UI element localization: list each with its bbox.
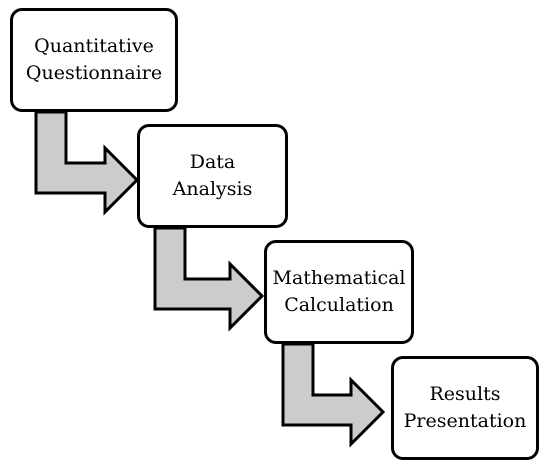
flow-arrow-2 (153, 226, 265, 332)
step-3-label-line-1: Mathematical (272, 267, 406, 289)
flow-arrow-3 (281, 342, 386, 448)
step-box-mathematical-calculation: Mathematical Calculation (264, 240, 414, 344)
step-1-label-line-2: Questionnaire (25, 62, 163, 84)
step-4-label-line-1: Results (429, 383, 501, 405)
step-box-results-presentation: Results Presentation (391, 356, 539, 460)
flow-arrow-1 (34, 110, 140, 216)
step-3-label-line-2: Calculation (284, 294, 394, 316)
step-box-data-analysis: Data Analysis (137, 124, 288, 228)
step-4-label-line-2: Presentation (403, 410, 527, 432)
step-box-quantitative-questionnaire: Quantitative Questionnaire (10, 8, 178, 112)
step-2-label-line-2: Analysis (172, 178, 253, 200)
step-1-label-line-1: Quantitative (34, 35, 154, 57)
step-2-label-line-1: Data (189, 151, 236, 173)
